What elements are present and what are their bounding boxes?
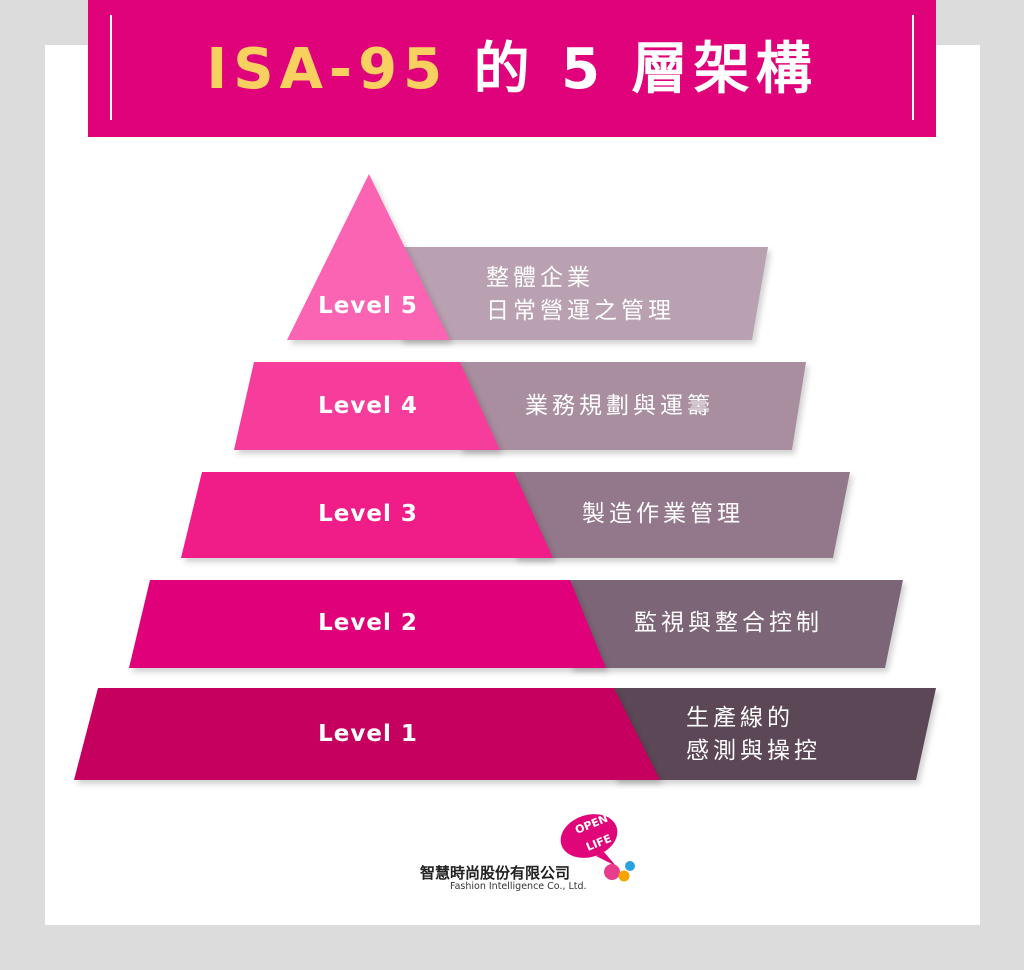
level-5-description: 整體企業 日常營運之管理 [486, 262, 675, 328]
page-title: ISA-95 的 5 層架構 [88, 38, 936, 102]
level-5-desc-line-1: 整體企業 [486, 265, 594, 291]
level-1-desc-line-2: 感測與操控 [686, 738, 821, 764]
panel-level-1 [614, 688, 936, 780]
panel-level-5 [400, 247, 768, 340]
tier-level-1 [74, 688, 660, 780]
level-3-desc-line-1: 製造作業管理 [582, 501, 744, 527]
level-2-description: 監視與整合控制 [634, 607, 823, 640]
level-4-description: 業務規劃與運籌 [525, 390, 714, 423]
logo-dot-blue [625, 861, 635, 871]
tier-level-3 [181, 472, 553, 558]
banner-right-bar [912, 15, 914, 120]
level-2-label: Level 2 [318, 610, 418, 636]
tier-level-5 [287, 174, 450, 340]
panel-level-2 [570, 580, 903, 668]
panel-level-3 [514, 472, 850, 558]
logo-speech-bubble [560, 814, 618, 858]
banner-left-bar [110, 15, 112, 120]
level-5-label: Level 5 [318, 293, 418, 319]
company-name-chinese: 智慧時尚股份有限公司 [420, 864, 571, 882]
level-3-description: 製造作業管理 [582, 498, 744, 531]
title-accent: ISA-95 [206, 37, 449, 102]
level-1-description: 生產線的 感測與操控 [686, 702, 821, 768]
title-rest: 的 5 層架構 [448, 37, 818, 102]
level-2-desc-line-1: 監視與整合控制 [634, 610, 823, 636]
level-1-desc-line-1: 生產線的 [686, 705, 794, 731]
level-4-label: Level 4 [318, 393, 418, 419]
logo-bubble-tail [596, 852, 616, 866]
level-1-label: Level 1 [318, 721, 418, 747]
logo-dot-orange [618, 870, 630, 882]
tier-level-4 [234, 362, 500, 450]
company-name-english: Fashion Intelligence Co., Ltd. [450, 881, 587, 892]
openlife-logo: OPEN LIFE [560, 812, 635, 882]
logo-dot-pink [604, 864, 620, 880]
panel-level-4 [460, 362, 806, 450]
level-3-label: Level 3 [318, 501, 418, 527]
tier-level-2 [129, 580, 606, 668]
title-banner: ISA-95 的 5 層架構 [88, 0, 936, 137]
level-5-desc-line-2: 日常營運之管理 [486, 298, 675, 324]
level-4-desc-line-1: 業務規劃與運籌 [525, 393, 714, 419]
